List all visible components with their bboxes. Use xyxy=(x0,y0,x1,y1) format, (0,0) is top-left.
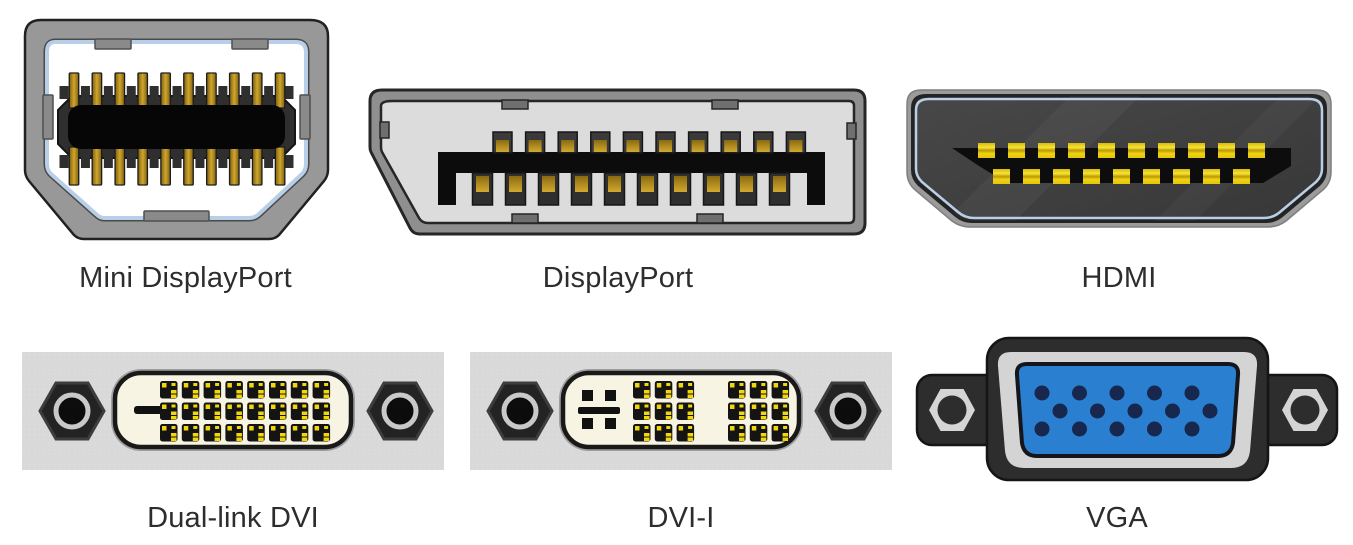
hdmi-blue-line xyxy=(914,97,1324,220)
dvi-pin-grid xyxy=(160,381,331,442)
dvi-i-graphic xyxy=(470,352,892,470)
hdmi-pins-bottom xyxy=(993,169,1250,184)
connector-label-dual-link-dvi: Dual-link DVI xyxy=(147,502,319,534)
connector-label-displayport: DisplayPort xyxy=(542,262,694,294)
vga-screw-hole-right xyxy=(1282,389,1328,431)
vga-pin-holes xyxy=(1034,385,1218,437)
connector-label-dvi-i: DVI-I xyxy=(647,502,715,534)
dual-link-dvi-graphic xyxy=(22,352,444,470)
dp-pins-top xyxy=(492,131,807,154)
hdmi-pins-top xyxy=(978,143,1265,158)
dvi-screw-nut-right xyxy=(814,381,882,441)
dvi-screw-nut-left xyxy=(486,381,554,441)
displayport-graphic xyxy=(368,88,867,236)
dp-pins-bottom xyxy=(471,172,791,206)
mdp-teeth xyxy=(59,86,294,168)
dp-alignment-tabs xyxy=(379,99,857,224)
vga-insert xyxy=(1014,362,1241,458)
dvi-analog-contacts xyxy=(578,390,620,429)
mdp-slot-opening xyxy=(68,105,285,149)
hdmi-graphic xyxy=(906,89,1332,228)
dvi-screw-nut-left xyxy=(38,381,106,441)
connector-label-vga: VGA xyxy=(1086,502,1148,534)
dvi-screw-nut-right xyxy=(366,381,434,441)
vga-screw-hole-left xyxy=(929,389,975,431)
dvi-flat-blade-slot xyxy=(134,406,167,414)
mdp-alignment-tabs xyxy=(42,38,311,222)
dp-slot xyxy=(438,152,825,205)
connector-label-mini-displayport: Mini DisplayPort xyxy=(79,262,292,294)
connector-label-hdmi: HDMI xyxy=(1081,262,1157,294)
vga-graphic xyxy=(915,336,1339,482)
dvi-pin-grid xyxy=(633,381,790,442)
mini-displayport-graphic xyxy=(23,18,330,241)
